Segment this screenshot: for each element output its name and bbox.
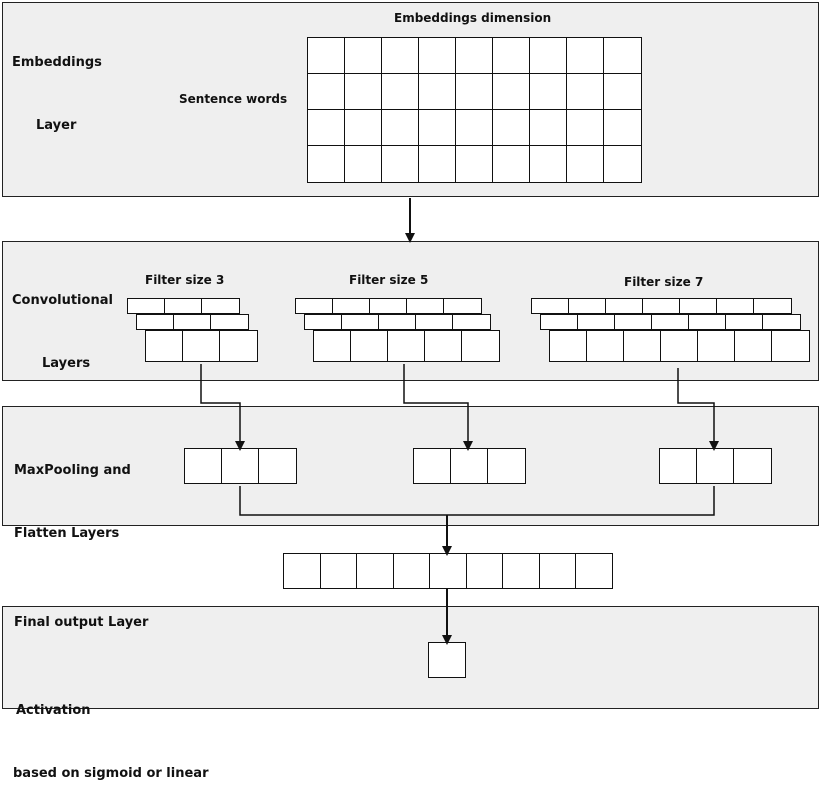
pooled-cell	[450, 448, 489, 484]
filter-size-7-cell	[734, 330, 773, 362]
embedding-cell	[455, 37, 494, 75]
filter-size-3-label: Filter size 3	[145, 273, 225, 287]
filter-size-7-cell	[771, 330, 810, 362]
filter-size-5-cell	[443, 298, 482, 314]
filter-size-5-cell	[313, 330, 352, 362]
embeddings-layer-title: Embeddings Layer	[12, 10, 102, 157]
concatenated-cell	[575, 553, 613, 589]
embedding-cell	[455, 109, 494, 147]
filter-size-7-label: Filter size 7	[624, 275, 704, 289]
maxpool-title-line2: Flatten Layers	[14, 526, 120, 541]
pooled-cell	[733, 448, 772, 484]
maxpooling-flatten-title: MaxPooling and Flatten Layers	[14, 418, 131, 565]
convolutional-layers-title: Convolutional Layers	[12, 248, 113, 395]
conv-title-line1: Convolutional	[12, 293, 113, 308]
conv-title-line2: Layers	[42, 356, 91, 371]
maxpool-title-line1: MaxPooling and	[14, 463, 131, 478]
filter5-to-pool-arrow	[403, 364, 473, 451]
embedding-cell	[603, 37, 642, 75]
concatenated-cell	[356, 553, 394, 589]
embedding-cell	[418, 73, 457, 111]
embedding-cell	[603, 73, 642, 111]
embedding-cell	[344, 37, 383, 75]
pooled-cell	[659, 448, 698, 484]
embedding-cell	[529, 109, 568, 147]
filter-size-7-cell	[762, 314, 801, 330]
activation-line2: based on sigmoid or linear	[13, 766, 209, 781]
embedding-cell	[566, 145, 605, 183]
concatenated-cell	[283, 553, 321, 589]
embedding-cell	[603, 145, 642, 183]
embedding-cell	[344, 145, 383, 183]
concatenated-cell	[465, 553, 503, 589]
embedding-cell	[381, 37, 420, 75]
pool-merge-line	[239, 486, 715, 516]
embeddings-dimension-label: Embeddings dimension	[394, 11, 552, 25]
filter-size-5-label: Filter size 5	[349, 273, 429, 287]
embedding-cell	[307, 37, 346, 75]
embedding-cell	[529, 37, 568, 75]
embedding-cell	[492, 145, 531, 183]
sentence-words-label: Sentence words	[179, 92, 288, 106]
filter-size-7-cell	[623, 330, 662, 362]
pooled-cell	[487, 448, 526, 484]
embedding-cell	[381, 109, 420, 147]
filter3-to-pool-arrow	[200, 364, 245, 451]
filter-size-5-cell	[452, 314, 491, 330]
concatenated-cell	[319, 553, 357, 589]
filter-size-5-cell	[424, 330, 463, 362]
final-output-layer-panel	[2, 606, 819, 709]
filter-size-3-cell	[210, 314, 249, 330]
embedding-cell	[418, 37, 457, 75]
filter-size-7-cell	[753, 298, 792, 314]
concatenated-cell	[502, 553, 540, 589]
connector-arrows	[200, 198, 719, 645]
embedding-cell	[492, 37, 531, 75]
filter-size-5-cell	[461, 330, 500, 362]
concatenated-cell	[392, 553, 430, 589]
filter-size-3-cell	[201, 298, 240, 314]
filter-size-5-cell	[350, 330, 389, 362]
embeddings-title-line2: Layer	[36, 118, 77, 133]
embedding-cell	[381, 73, 420, 111]
embedding-cell	[603, 109, 642, 147]
final-output-layer-title: Final output Layer	[14, 615, 149, 630]
embedding-cell	[418, 109, 457, 147]
filter-size-3-cell	[145, 330, 184, 362]
filter-size-3-cell	[219, 330, 258, 362]
filter7-to-pool-arrow	[677, 368, 719, 451]
pooled-cell	[258, 448, 297, 484]
embeddings-title-line1: Embeddings	[12, 55, 102, 70]
